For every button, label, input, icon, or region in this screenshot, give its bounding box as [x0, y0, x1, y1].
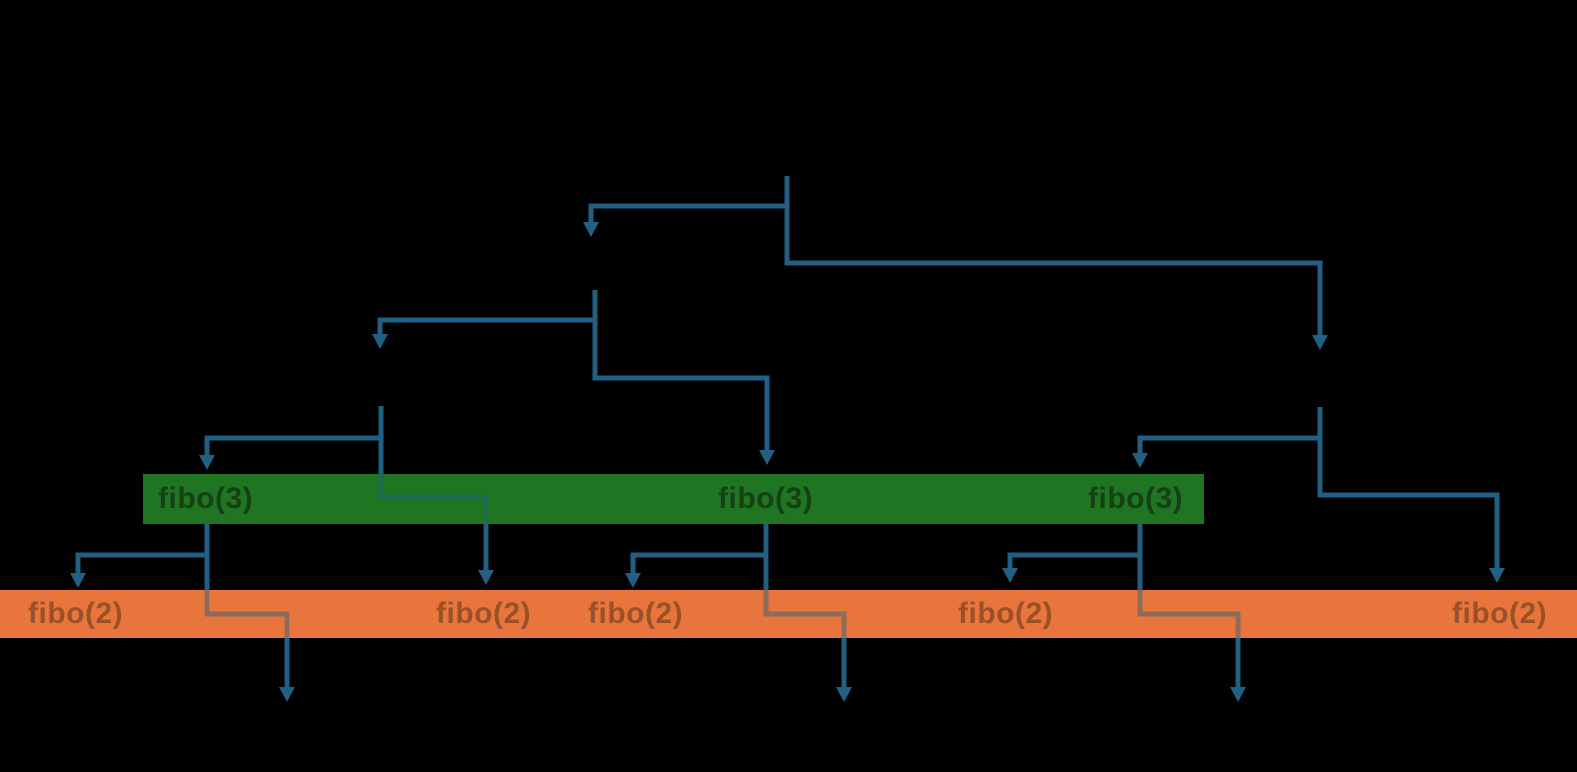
arrow-down-icon	[836, 687, 852, 702]
node-label-fibo2-5: fibo(2)	[1452, 597, 1548, 630]
fibo3-row-glaze	[143, 474, 1204, 524]
arrow-down-icon	[478, 570, 494, 585]
node-label-fibo2-2: fibo(2)	[436, 597, 532, 630]
connector-line	[377, 290, 598, 337]
node-label-fibo2-3: fibo(2)	[588, 597, 684, 630]
arrow-down-icon	[583, 222, 599, 237]
connector-line	[630, 524, 769, 576]
fibo2-row-glaze	[0, 590, 1577, 638]
arrow-down-icon	[70, 573, 86, 588]
node-label-fibo3-3: fibo(3)	[1088, 482, 1184, 515]
arrow-down-icon	[199, 455, 215, 470]
connector-line	[1317, 438, 1500, 571]
connector-line	[592, 320, 770, 453]
connector-line	[1007, 524, 1143, 571]
arrow-down-icon	[1312, 335, 1328, 350]
connector-line	[204, 406, 384, 458]
connector-line	[1137, 407, 1323, 456]
connector-line	[75, 524, 210, 576]
node-label-fibo2-4: fibo(2)	[958, 597, 1054, 630]
arrow-down-icon	[759, 450, 775, 465]
node-label-fibo3-1: fibo(3)	[158, 482, 254, 515]
node-label-fibo2-1: fibo(2)	[28, 597, 124, 630]
arrow-down-icon	[625, 573, 641, 588]
arrow-down-icon	[279, 687, 295, 702]
arrow-down-icon	[1002, 568, 1018, 583]
connector-line	[784, 206, 1323, 338]
arrow-down-icon	[1132, 453, 1148, 468]
arrow-down-icon	[372, 334, 388, 349]
connector-line	[588, 176, 790, 225]
arrow-down-icon	[1489, 568, 1505, 583]
node-label-fibo3-2: fibo(3)	[718, 482, 814, 515]
arrow-down-icon	[1230, 687, 1246, 702]
